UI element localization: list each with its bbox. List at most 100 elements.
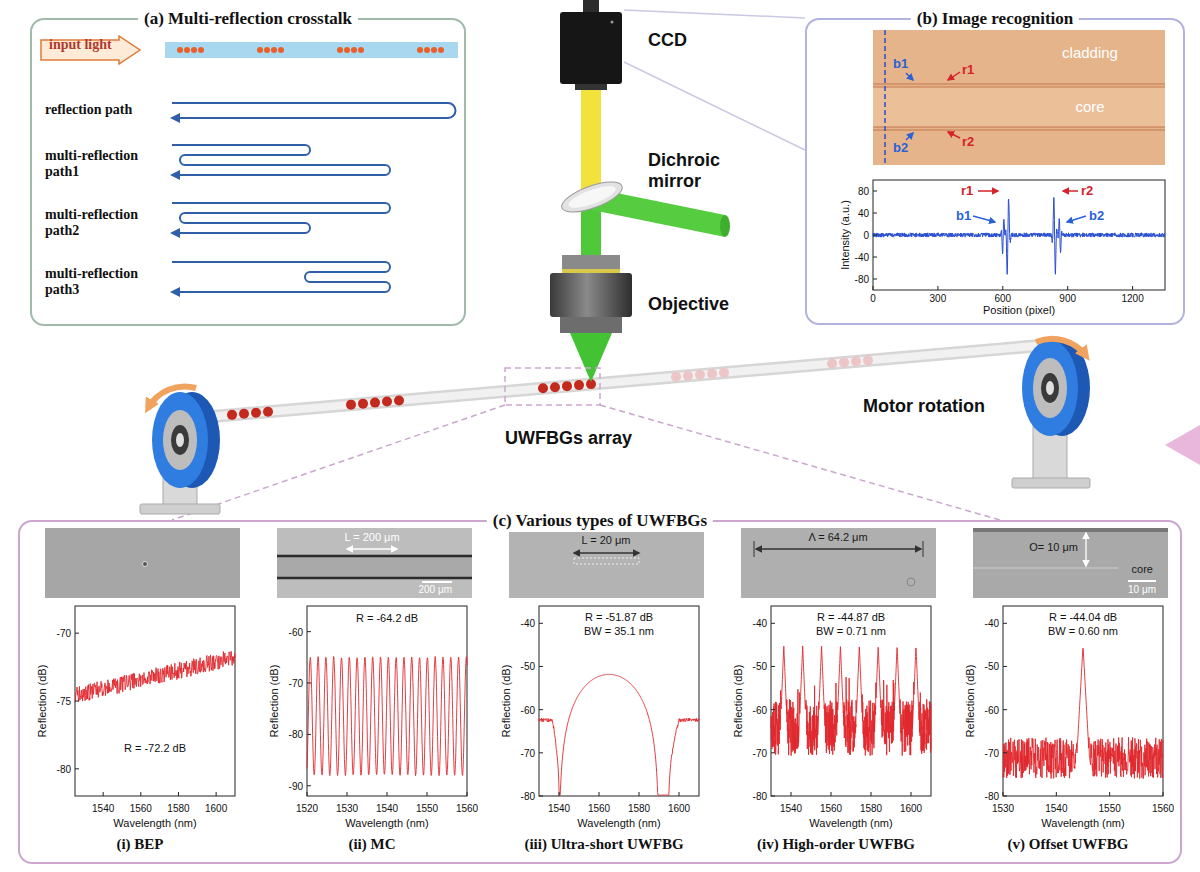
reflection-chart	[75, 768, 79, 769]
tick-label: -40	[753, 618, 767, 629]
fiber-with-gratings	[351, 47, 357, 53]
tick-label: -50	[521, 661, 535, 672]
scale-label: 200 μm	[418, 584, 452, 595]
fiber-with-gratings	[358, 47, 364, 53]
reflection-chart	[1003, 796, 1007, 797]
image-label: core	[1075, 98, 1104, 115]
tick-label: 900	[1059, 293, 1076, 304]
reflection-chart	[1003, 666, 1007, 667]
peak-label: b2	[893, 140, 908, 155]
tick-label: -70	[57, 628, 71, 639]
micrograph	[754, 541, 755, 557]
tick-label: 1580	[860, 803, 882, 814]
tick-label: -90	[289, 780, 303, 791]
reflection-chart	[771, 796, 775, 797]
light-beam	[720, 215, 730, 237]
axis-title: Reflection (dB)	[500, 665, 512, 738]
reflection-chart	[216, 792, 217, 796]
link-line	[624, 62, 805, 150]
spool-motor	[1012, 339, 1090, 488]
grating-dot	[671, 372, 681, 382]
reflection-chart	[75, 633, 79, 634]
part-label: Motor rotation	[863, 396, 985, 417]
grating-dot	[719, 368, 729, 378]
tick-label: -40	[985, 618, 999, 629]
ccd-camera	[611, 21, 614, 24]
panel-heading: (c) Various types of UWFBGs	[487, 510, 713, 532]
fiber-with-gratings	[177, 47, 183, 53]
dichroic-mirror	[558, 176, 626, 219]
intensity-chart	[1132, 286, 1133, 290]
tick-label: 80	[858, 186, 869, 197]
chart-annotation: BW = 0.60 nm	[1046, 625, 1120, 637]
reflection-chart	[307, 785, 311, 786]
micrograph	[973, 568, 1118, 569]
grating-dot	[550, 382, 560, 392]
axis-title: Wavelength (nm)	[809, 817, 892, 829]
reflection-chart	[771, 606, 931, 796]
fiber-micrograph	[873, 126, 1165, 127]
tick-label: 1530	[336, 803, 358, 814]
micrograph	[277, 528, 472, 598]
ccd-camera	[575, 84, 607, 90]
tick-label: 1600	[900, 803, 922, 814]
panel-heading: (a) Multi-reflection crosstalk	[138, 8, 358, 30]
reflection-chart	[387, 792, 388, 796]
reflection-chart	[679, 792, 680, 796]
part-label: Objective	[648, 294, 729, 315]
scale-label: 10 μm	[1128, 584, 1156, 595]
grating-dot	[227, 410, 237, 420]
objective-lens	[560, 317, 622, 333]
grating-dot	[394, 396, 404, 406]
peak-label: r2	[962, 134, 974, 149]
fiber-micrograph	[884, 30, 886, 165]
tick-label: 1540	[548, 803, 570, 814]
reflection-chart	[1163, 792, 1164, 796]
axis-title: Reflection (dB)	[732, 665, 744, 738]
chart-annotation: R = -72.2 dB	[122, 742, 188, 754]
reflection-chart	[1003, 752, 1007, 753]
part-label: Dichroic mirror	[648, 150, 748, 192]
intensity-chart	[873, 286, 874, 290]
tick-label: 1560	[588, 803, 610, 814]
tick-label: -50	[985, 661, 999, 672]
tick-label: -75	[57, 696, 71, 707]
tick-label: -50	[753, 661, 767, 672]
zoom-indicator	[172, 368, 1000, 520]
figure-panel: (c) Various types of UWFBGs	[18, 520, 1182, 864]
peak-label: b1	[893, 56, 908, 71]
tick-label: 1560	[130, 803, 152, 814]
tick-label: -70	[521, 747, 535, 758]
reflection-chart	[539, 623, 543, 624]
objective-lens	[550, 255, 632, 382]
reflection-chart	[1003, 606, 1163, 796]
reflection-chart	[178, 792, 179, 796]
dichroic-mirror	[558, 176, 626, 219]
tick-label: -80	[57, 763, 71, 774]
reflection-chart	[911, 792, 912, 796]
tick-label: -70	[289, 678, 303, 689]
image-annotation: Λ = 64.2 μm	[808, 531, 867, 543]
zoom-indicator	[505, 368, 600, 405]
grating-dot	[251, 408, 261, 418]
reflection-chart	[307, 734, 311, 735]
axis-title: Intensity (a.u.)	[839, 200, 851, 270]
subfigure-caption: (iv) High-order UWFBG	[757, 836, 915, 853]
leader-arrow	[948, 132, 960, 138]
fiber-with-gratings	[165, 42, 458, 58]
objective-lens	[562, 269, 620, 273]
tick-label: 1560	[820, 803, 842, 814]
image-annotation: L = 20 μm	[581, 534, 630, 546]
grating-dot	[574, 380, 584, 390]
reflection-chart	[1003, 623, 1007, 624]
spool-motor	[163, 410, 197, 470]
link-line	[624, 10, 805, 150]
micrograph	[574, 558, 639, 564]
peak-label: r1	[962, 62, 974, 77]
leader-arrow	[948, 72, 960, 80]
fiber-with-gratings	[438, 47, 444, 53]
subfigure-caption: (iii) Ultra-short UWFBG	[524, 836, 683, 853]
tick-label: -80	[985, 791, 999, 802]
light-path	[172, 203, 390, 233]
